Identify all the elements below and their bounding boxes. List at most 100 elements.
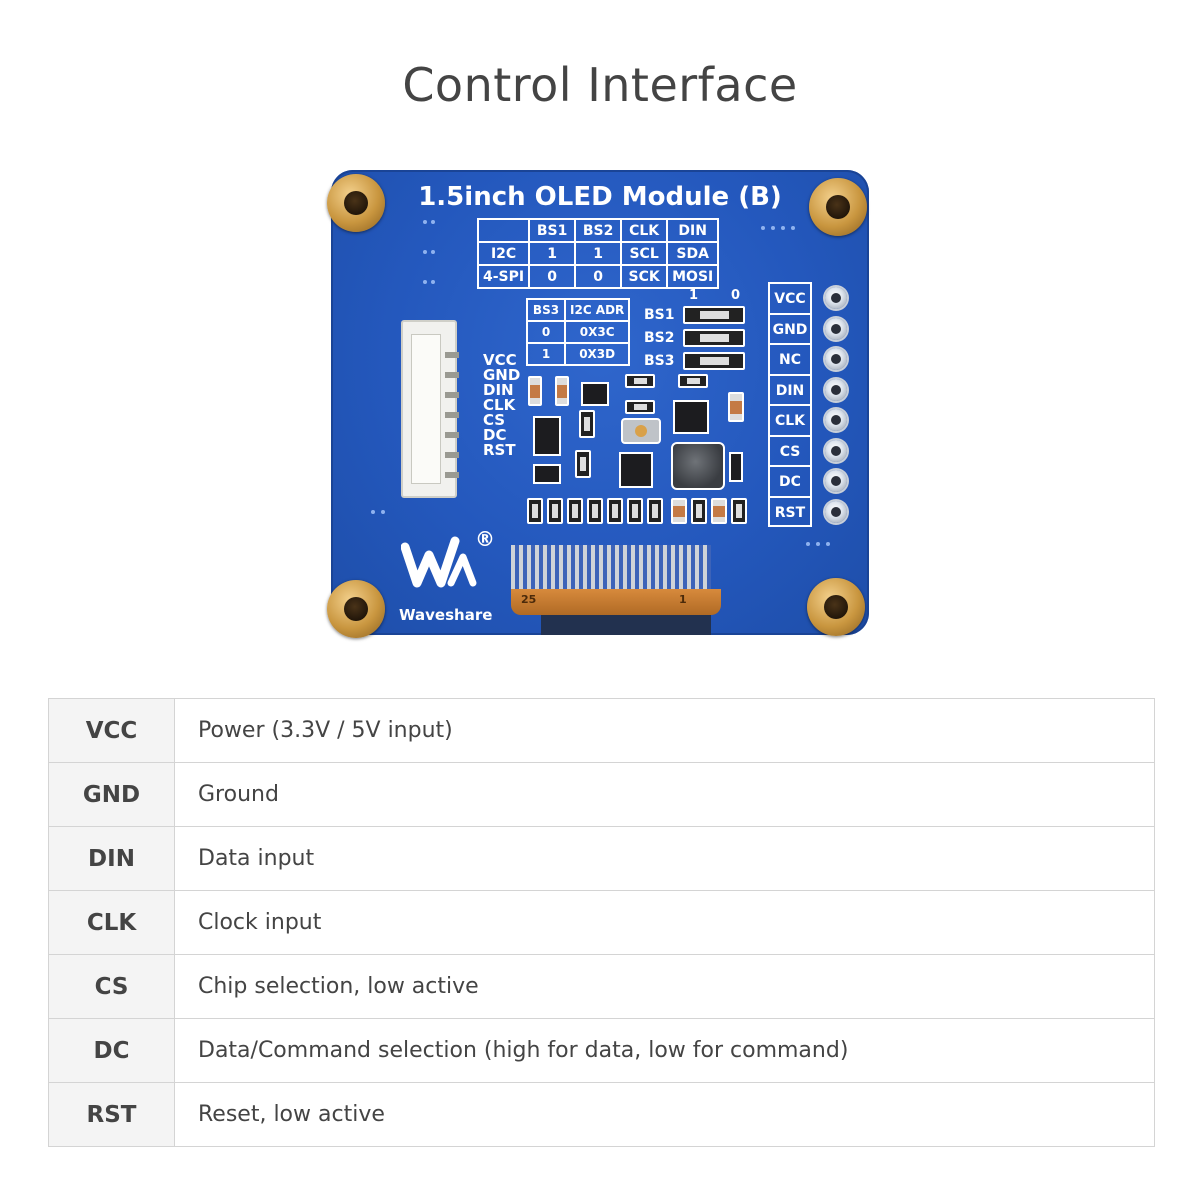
header-pin-label: VCC	[770, 284, 810, 315]
transistor	[533, 464, 561, 484]
header-pad	[825, 439, 847, 462]
mode-table-cell: 1	[528, 241, 577, 266]
table-row: CLK Clock input	[48, 890, 1155, 955]
header-pad	[825, 317, 847, 340]
pcb-via	[423, 250, 427, 254]
addr-table-cell: 0X3D	[563, 342, 631, 366]
fpc-ribbon: 25 1	[511, 545, 721, 615]
transistor	[581, 382, 609, 406]
fpc-pin-number: 25	[521, 593, 537, 606]
pcb-via	[431, 280, 435, 284]
header-pad	[825, 348, 847, 370]
standoff-bottom-left	[327, 580, 385, 638]
connector-pin-label: CS	[483, 411, 506, 429]
pin-description-cell: Data/Command selection (high for data, l…	[174, 1018, 1155, 1083]
pin-name-cell: CS	[48, 954, 175, 1019]
table-row: RST Reset, low active	[48, 1082, 1155, 1147]
capacitor	[528, 376, 542, 406]
capacitor	[555, 376, 569, 406]
mode-table-header: BS1 BS2 CLK DIN	[476, 218, 720, 243]
addr-table-header: BS3 I2C ADR	[526, 298, 631, 322]
pin-description-cell: Ground	[174, 762, 1155, 827]
table-row: DC Data/Command selection (high for data…	[48, 1018, 1155, 1083]
table-row: CS Chip selection, low active	[48, 954, 1155, 1019]
pcb-via	[431, 220, 435, 224]
mode-table-cell: DIN	[666, 218, 720, 243]
addr-table-row: 0 0X3C	[526, 320, 631, 344]
pcb-via	[781, 226, 785, 230]
connector-pin-label: VCC	[483, 351, 517, 369]
pcb-via	[806, 542, 810, 546]
mode-table-cell: 0	[528, 264, 577, 289]
pin-name-cell: DIN	[48, 826, 175, 891]
pin-name-cell: CLK	[48, 890, 175, 955]
pcb-via	[431, 250, 435, 254]
pcb-via	[791, 226, 795, 230]
header-pad	[825, 287, 847, 309]
jumper-bs1	[683, 306, 745, 324]
jumper-label-bs1: BS1	[644, 307, 675, 323]
pcb-via	[423, 220, 427, 224]
pin-header-labels: VCC GND NC DIN CLK CS DC RST	[768, 282, 812, 527]
capacitor	[711, 498, 727, 524]
pcb-via	[381, 510, 385, 514]
header-pin-label: RST	[774, 504, 806, 521]
connector-pin-label: GND	[483, 366, 521, 384]
pin-description-cell: Clock input	[174, 890, 1155, 955]
diode	[729, 452, 743, 482]
addr-table-cell: 0	[526, 320, 566, 344]
header-pad	[825, 409, 847, 431]
regulator-ic	[619, 452, 653, 488]
fpc-pin-number: 1	[679, 593, 687, 606]
standoff-top-right	[809, 178, 867, 236]
resistor	[587, 498, 603, 524]
header-pad	[825, 500, 847, 523]
waveshare-logo: ®	[401, 527, 501, 625]
table-row: GND Ground	[48, 762, 1155, 827]
addr-table-cell: 0X3C	[563, 320, 631, 344]
standoff-top-left	[327, 174, 385, 232]
mode-table: BS1 BS2 CLK DIN I2C 1 1 SCL SDA 4-SPI 0 …	[476, 218, 720, 289]
capacitor	[671, 498, 687, 524]
mode-table-cell: SCK	[620, 264, 669, 289]
mosfet	[673, 400, 709, 434]
page-title: Control Interface	[402, 58, 798, 112]
jumper-bs2	[683, 329, 745, 347]
connector-pin-label: RST	[483, 441, 516, 459]
resistor	[527, 498, 543, 524]
table-row: VCC Power (3.3V / 5V input)	[48, 698, 1155, 763]
addr-table-cell: I2C ADR	[563, 298, 631, 322]
resistor	[691, 498, 707, 524]
pin-description-cell: Chip selection, low active	[174, 954, 1155, 1019]
mode-table-cell: SCL	[620, 241, 669, 266]
jumper-header-0: 0	[731, 288, 741, 303]
addr-table-cell: BS3	[526, 298, 566, 322]
resistor	[678, 374, 708, 388]
pin-description-cell: Power (3.3V / 5V input)	[174, 698, 1155, 763]
resistor	[607, 498, 623, 524]
crystal	[621, 418, 661, 444]
connector-pin-label: DC	[483, 426, 507, 444]
jumper-label-bs2: BS2	[644, 330, 675, 346]
resistor	[575, 450, 591, 478]
resistor	[579, 410, 595, 438]
jumper-bs3	[683, 352, 745, 370]
registered-mark: ®	[475, 527, 495, 551]
resistor	[647, 498, 663, 524]
mode-table-cell: MOSI	[666, 264, 720, 289]
connector-pin-label: DIN	[483, 381, 514, 399]
header-pin-label: GND	[770, 315, 810, 345]
oled-module-board: 1.5inch OLED Module (B) BS1 BS2 CLK DIN …	[327, 170, 869, 638]
pin-name-cell: VCC	[48, 698, 175, 763]
pin-description-table: VCC Power (3.3V / 5V input) GND Ground D…	[48, 698, 1155, 1147]
pcb-via	[816, 542, 820, 546]
header-pin-label: CLK	[770, 406, 810, 437]
resistor	[625, 400, 655, 414]
header-pad	[825, 470, 847, 492]
mode-table-cell: SDA	[666, 241, 720, 266]
mode-table-cell: BS1	[528, 218, 577, 243]
header-pin-label: CS	[770, 437, 810, 467]
header-pin-label: DIN	[770, 376, 810, 406]
board-title: 1.5inch OLED Module (B)	[418, 182, 782, 212]
inductor	[671, 442, 725, 490]
